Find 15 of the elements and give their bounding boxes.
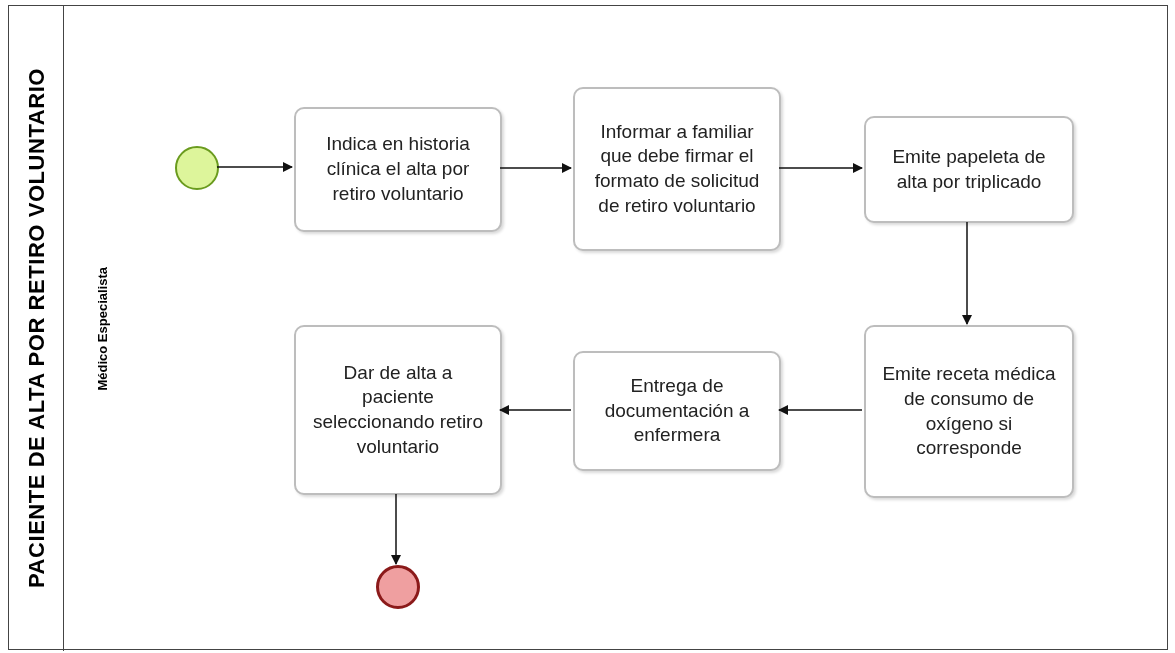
task-box: Informar a familiar que debe firmar el formato de solicitud de retiro voluntario: [573, 87, 781, 251]
lane-title: Médico Especialista: [94, 265, 112, 393]
task-box: Indica en historia clínica el alta por retiro voluntario: [294, 107, 502, 232]
task-box: Emite receta médica de consumo de oxígeno si corresponde: [864, 325, 1074, 498]
arrow: [778, 405, 863, 415]
arrow: [216, 162, 293, 172]
arrow: [499, 405, 572, 415]
task-box: Entrega de documentación a enfermera: [573, 351, 781, 471]
task-box: Dar de alta a paciente seleccionando retiro voluntario: [294, 325, 502, 495]
arrow: [391, 493, 401, 565]
pool-title: PACIENTE DE ALTA POR RETIRO VOLUNTARIO: [22, 66, 50, 590]
arrow: [962, 221, 972, 325]
arrow: [778, 163, 863, 173]
task-box: Emite papeleta de alta por triplicado: [864, 116, 1074, 223]
arrow: [499, 163, 572, 173]
